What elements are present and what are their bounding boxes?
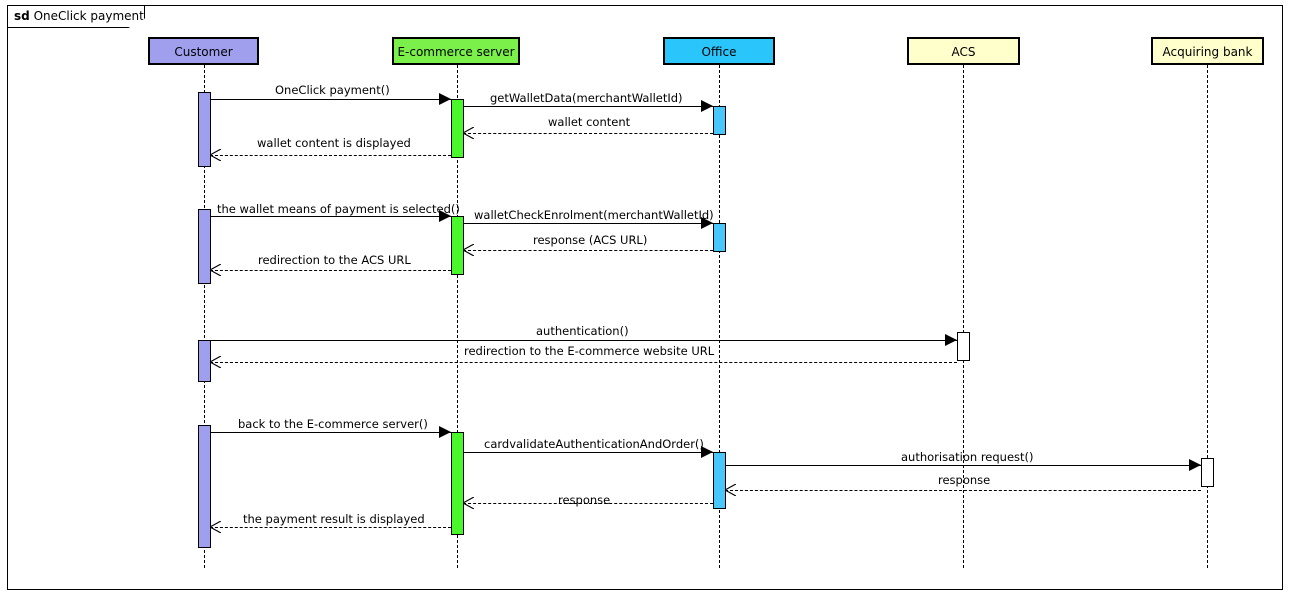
- message-line-m8[interactable]: [210, 270, 451, 271]
- call-arrowhead-icon: [945, 334, 957, 346]
- frame-title-text: sd OneClick payment: [14, 9, 144, 24]
- lifeline-line-bank: [1207, 65, 1208, 568]
- message-label-m12: cardvalidateAuthenticationAndOrder(): [484, 437, 704, 451]
- lifeline-line-acs: [963, 65, 964, 568]
- message-label-m14: response: [938, 473, 991, 487]
- message-label-m6: walletCheckEnrolment(merchantWalletId): [474, 208, 714, 222]
- call-arrowhead-icon: [439, 210, 451, 222]
- lifeline-label: E-commerce server: [397, 45, 515, 59]
- message-line-m15[interactable]: [463, 503, 713, 504]
- activation-bar-customer[interactable]: [198, 425, 211, 548]
- message-line-m14[interactable]: [725, 490, 1201, 491]
- frame-title-tab: sd OneClick payment: [7, 5, 145, 28]
- call-arrowhead-icon: [1189, 459, 1201, 471]
- message-line-m9[interactable]: [210, 340, 957, 341]
- message-line-m3[interactable]: [463, 133, 713, 134]
- call-arrowhead-icon: [701, 217, 713, 229]
- lifeline-label: Office: [701, 45, 737, 59]
- message-label-m11: back to the E-commerce server(): [238, 417, 428, 431]
- message-label-m7: response (ACS URL): [533, 233, 648, 247]
- lifeline-head-ecommerce[interactable]: E-commerce server: [392, 37, 520, 65]
- activation-bar-customer[interactable]: [198, 209, 211, 284]
- message-line-m1[interactable]: [210, 99, 451, 100]
- return-arrowhead-icon: [463, 244, 474, 256]
- lifeline-head-customer[interactable]: Customer: [148, 37, 259, 65]
- message-line-m7[interactable]: [463, 250, 713, 251]
- frame-name-label: OneClick payment: [33, 9, 144, 23]
- message-line-m12[interactable]: [463, 452, 713, 453]
- message-label-m4: wallet content is displayed: [257, 136, 411, 150]
- activation-bar-customer[interactable]: [198, 340, 211, 382]
- return-arrowhead-icon: [210, 356, 221, 368]
- activation-bar-customer[interactable]: [198, 92, 211, 167]
- return-arrowhead-icon: [725, 484, 736, 496]
- return-arrowhead-icon: [463, 127, 474, 139]
- message-line-m6[interactable]: [463, 223, 713, 224]
- activation-bar-office[interactable]: [713, 223, 726, 252]
- call-arrowhead-icon: [439, 93, 451, 105]
- message-line-m5[interactable]: [210, 216, 451, 217]
- frame-kind-label: sd: [14, 9, 30, 23]
- message-label-m2: getWalletData(merchantWalletId): [490, 91, 683, 105]
- call-arrowhead-icon: [701, 446, 713, 458]
- message-line-m16[interactable]: [210, 527, 451, 528]
- call-arrowhead-icon: [701, 100, 713, 112]
- message-label-m9: authentication(): [536, 324, 629, 338]
- activation-bar-office[interactable]: [713, 452, 726, 509]
- activation-bar-office[interactable]: [713, 106, 726, 135]
- message-line-m4[interactable]: [210, 155, 451, 156]
- activation-bar-acs[interactable]: [957, 332, 970, 361]
- message-label-m10: redirection to the E-commerce website UR…: [464, 344, 715, 358]
- activation-bar-ecommerce[interactable]: [451, 216, 464, 275]
- return-arrowhead-icon: [210, 521, 221, 533]
- message-line-m10[interactable]: [210, 362, 957, 363]
- lifeline-label: Acquiring bank: [1162, 45, 1253, 59]
- message-label-m16: the payment result is displayed: [243, 512, 425, 526]
- message-label-m15: response: [558, 493, 611, 507]
- message-label-m5: the wallet means of payment is selected(…: [217, 202, 460, 216]
- message-line-m2[interactable]: [463, 106, 713, 107]
- message-label-m8: redirection to the ACS URL: [258, 253, 411, 267]
- activation-bar-bank[interactable]: [1201, 458, 1214, 487]
- lifeline-head-acs[interactable]: ACS: [907, 37, 1020, 65]
- activation-bar-ecommerce[interactable]: [451, 432, 464, 535]
- call-arrowhead-icon: [439, 426, 451, 438]
- return-arrowhead-icon: [463, 497, 474, 509]
- lifeline-head-bank[interactable]: Acquiring bank: [1151, 37, 1264, 65]
- lifeline-head-office[interactable]: Office: [663, 37, 775, 65]
- lifeline-label: Customer: [174, 45, 233, 59]
- message-label-m13: authorisation request(): [901, 450, 1034, 464]
- lifeline-line-office: [719, 65, 720, 568]
- message-line-m13[interactable]: [725, 465, 1201, 466]
- return-arrowhead-icon: [210, 149, 221, 161]
- lifeline-label: ACS: [951, 45, 976, 59]
- activation-bar-ecommerce[interactable]: [451, 99, 464, 158]
- message-label-m1: OneClick payment(): [275, 83, 390, 97]
- message-label-m3: wallet content: [548, 115, 631, 129]
- lifeline-line-customer: [204, 65, 205, 568]
- message-line-m11[interactable]: [210, 432, 451, 433]
- lifeline-line-ecommerce: [457, 65, 458, 568]
- return-arrowhead-icon: [210, 264, 221, 276]
- sequence-frame: [7, 5, 1283, 590]
